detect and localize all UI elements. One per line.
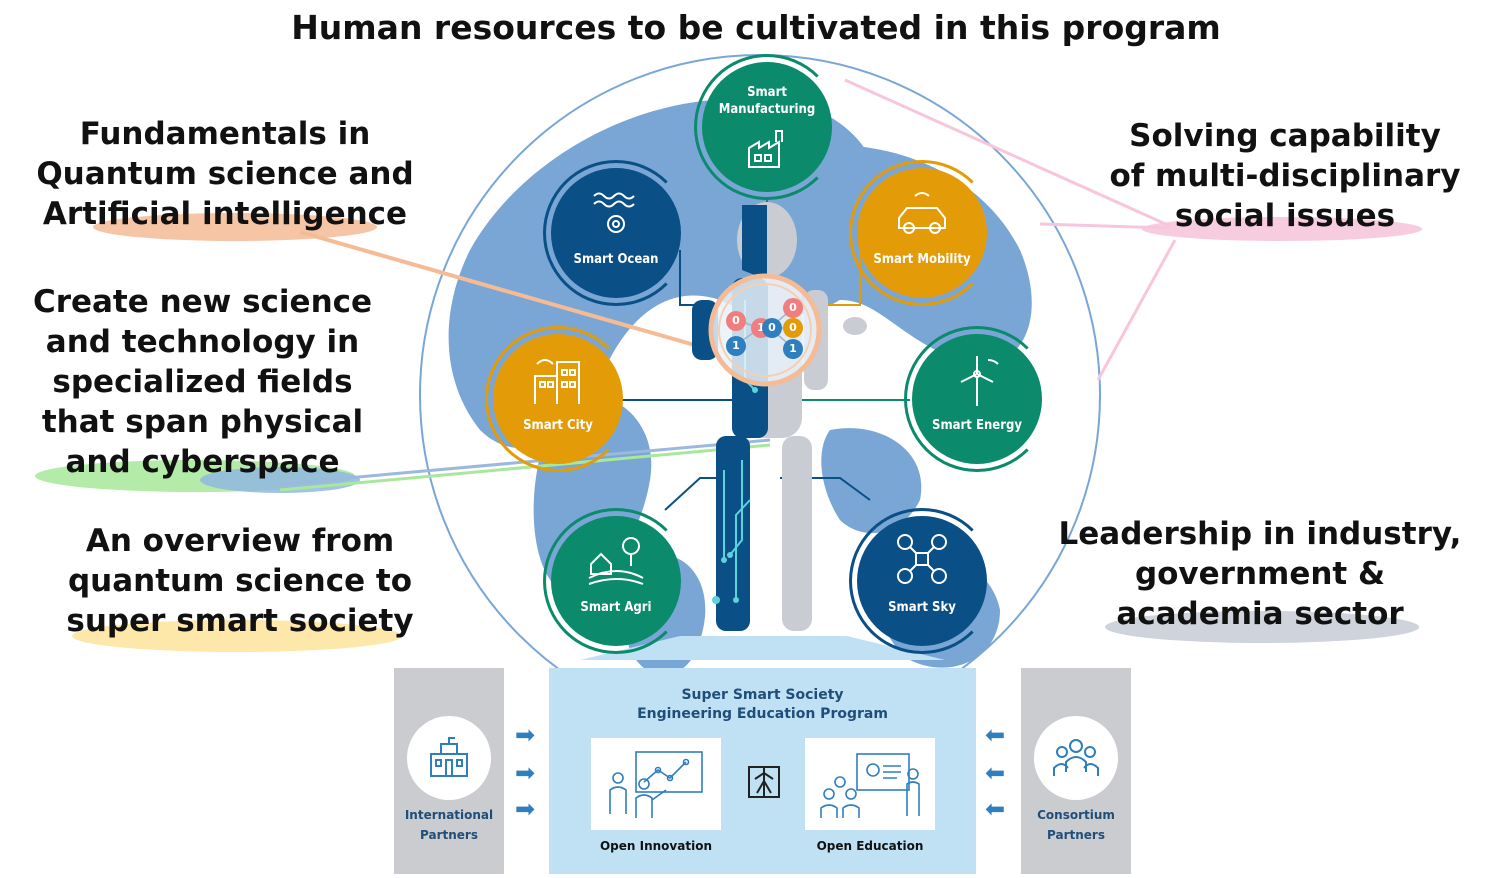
school-icon [430,737,468,777]
connector-create-green [279,443,771,492]
node-label: Smart Ocean [573,252,659,267]
bit-bubble: 1 [783,339,803,359]
drone-icon [897,534,947,584]
connector-solving-top [844,78,1171,228]
bit-bubble: 1 [726,336,746,356]
node-label: Smart Sky [888,600,956,615]
partner-label-line: International [404,808,494,822]
node-smart-mobility[interactable]: Smart Mobility [849,160,995,306]
connector-solving-bottom [1096,239,1177,381]
connector-fundamentals [299,230,713,352]
card-open-innovation [591,738,721,830]
factory-icon [748,130,783,168]
caption-line: Leadership in industry, [1058,516,1462,552]
partner-label: Consortium Partners [1021,805,1131,845]
caption-solving: Solving capability of multi-disciplinary… [1100,116,1470,236]
caption-leadership: Leadership in industry, government & aca… [1050,514,1470,634]
node-label: Smart Mobility [873,252,971,267]
program-title-line: Super Smart Society [681,687,844,703]
caption-line: specialized fields [52,364,353,400]
arrow-left-icon: ⬅ [985,795,1006,823]
caption-line: social issues [1174,198,1396,234]
node-label-line: Smart [747,85,787,100]
waves-gear-icon [593,192,635,233]
bit-bubble: 0 [783,318,803,338]
card-open-education [805,738,935,830]
node-ring [543,508,689,654]
caption-line: quantum science to [67,563,413,599]
caption-line: Solving capability [1129,118,1441,154]
arrow-right-icon: ➡ [515,759,536,787]
partner-label-line: Partners [1047,828,1105,842]
node-ring [694,54,840,200]
label-open-innovation: Open Innovation [599,839,712,853]
door-icon [748,766,780,798]
label-open-education: Open Education [816,839,924,853]
caption-overview: An overview from quantum science to supe… [55,521,425,641]
node-label: Smart City [523,418,593,433]
highlight-solving [1142,217,1422,241]
caption-line: Quantum science and [36,156,414,192]
node-smart-sky[interactable]: Smart Sky [849,508,995,654]
partner-label: International Partners [394,805,504,845]
partner-icon-circle [1034,716,1118,800]
page-title: Human resources to be cultivated in this… [291,8,1221,47]
wind-turbine-icon [960,356,999,406]
program-pointer [580,636,945,660]
caption-line: government & [1134,556,1386,592]
node-ring [849,160,995,306]
program-title-line: Engineering Education Program [637,706,888,722]
caption-line: super smart society [66,603,414,639]
farm-icon [588,537,644,585]
node-ring [543,160,689,306]
bit-bubble: 0 [783,298,803,318]
caption-line: academia sector [1116,596,1404,632]
building-icon [534,359,580,404]
bit-bubble: 0 [726,311,746,331]
caption-create: Create new science and technology in spe… [20,282,385,482]
arrow-left-icon: ⬅ [985,721,1006,749]
node-smart-agri[interactable]: Smart Agri [543,508,689,654]
node-smart-manufacturing[interactable]: Smart Manufacturing [694,54,840,200]
arrow-right-icon: ➡ [515,795,536,823]
partner-label-line: Consortium [1037,808,1115,822]
node-ring [849,508,995,654]
node-ring [485,326,631,472]
caption-line: Fundamentals in [79,116,371,152]
arrow-left-icon: ⬅ [985,759,1006,787]
node-smart-ocean[interactable]: Smart Ocean [543,160,689,306]
node-label: Smart Agri [580,600,652,615]
node-smart-energy[interactable]: Smart Energy [904,326,1050,472]
highlight-leadership [1105,611,1419,643]
caption-line: of multi-disciplinary [1109,158,1461,194]
caption-line: Artificial intelligence [42,196,408,232]
partner-icon-circle [407,716,491,800]
node-label-line: Manufacturing [718,102,816,117]
node-ring [904,326,1050,472]
panel-consortium-partners: Consortium Partners [1021,668,1131,874]
highlight-overview [72,620,402,652]
program-title: Super Smart Society Engineering Educatio… [549,686,976,724]
caption-line: that span physical [41,404,364,440]
program-box: Super Smart Society Engineering Educatio… [549,668,976,874]
panel-international-partners: International Partners [394,668,504,874]
caption-fundamentals: Fundamentals in Quantum science and Arti… [30,114,420,234]
arrow-right-icon: ➡ [515,721,536,749]
people-group-icon [1053,739,1099,776]
caption-line: and technology in [45,324,360,360]
classroom-icon [820,753,920,818]
node-label: Smart Manufacturing [702,84,832,118]
partner-label-line: Partners [420,828,478,842]
caption-line: An overview from [85,523,395,559]
caption-line: and cyberspace [65,444,340,480]
presentation-icon [609,751,703,818]
node-smart-city[interactable]: Smart City [485,326,631,472]
car-icon [898,192,946,234]
caption-line: Create new science [32,284,373,320]
node-label: Smart Energy [932,418,1022,433]
connector-solving-mid [1039,222,1171,230]
bit-bubble: 0 [762,318,782,338]
